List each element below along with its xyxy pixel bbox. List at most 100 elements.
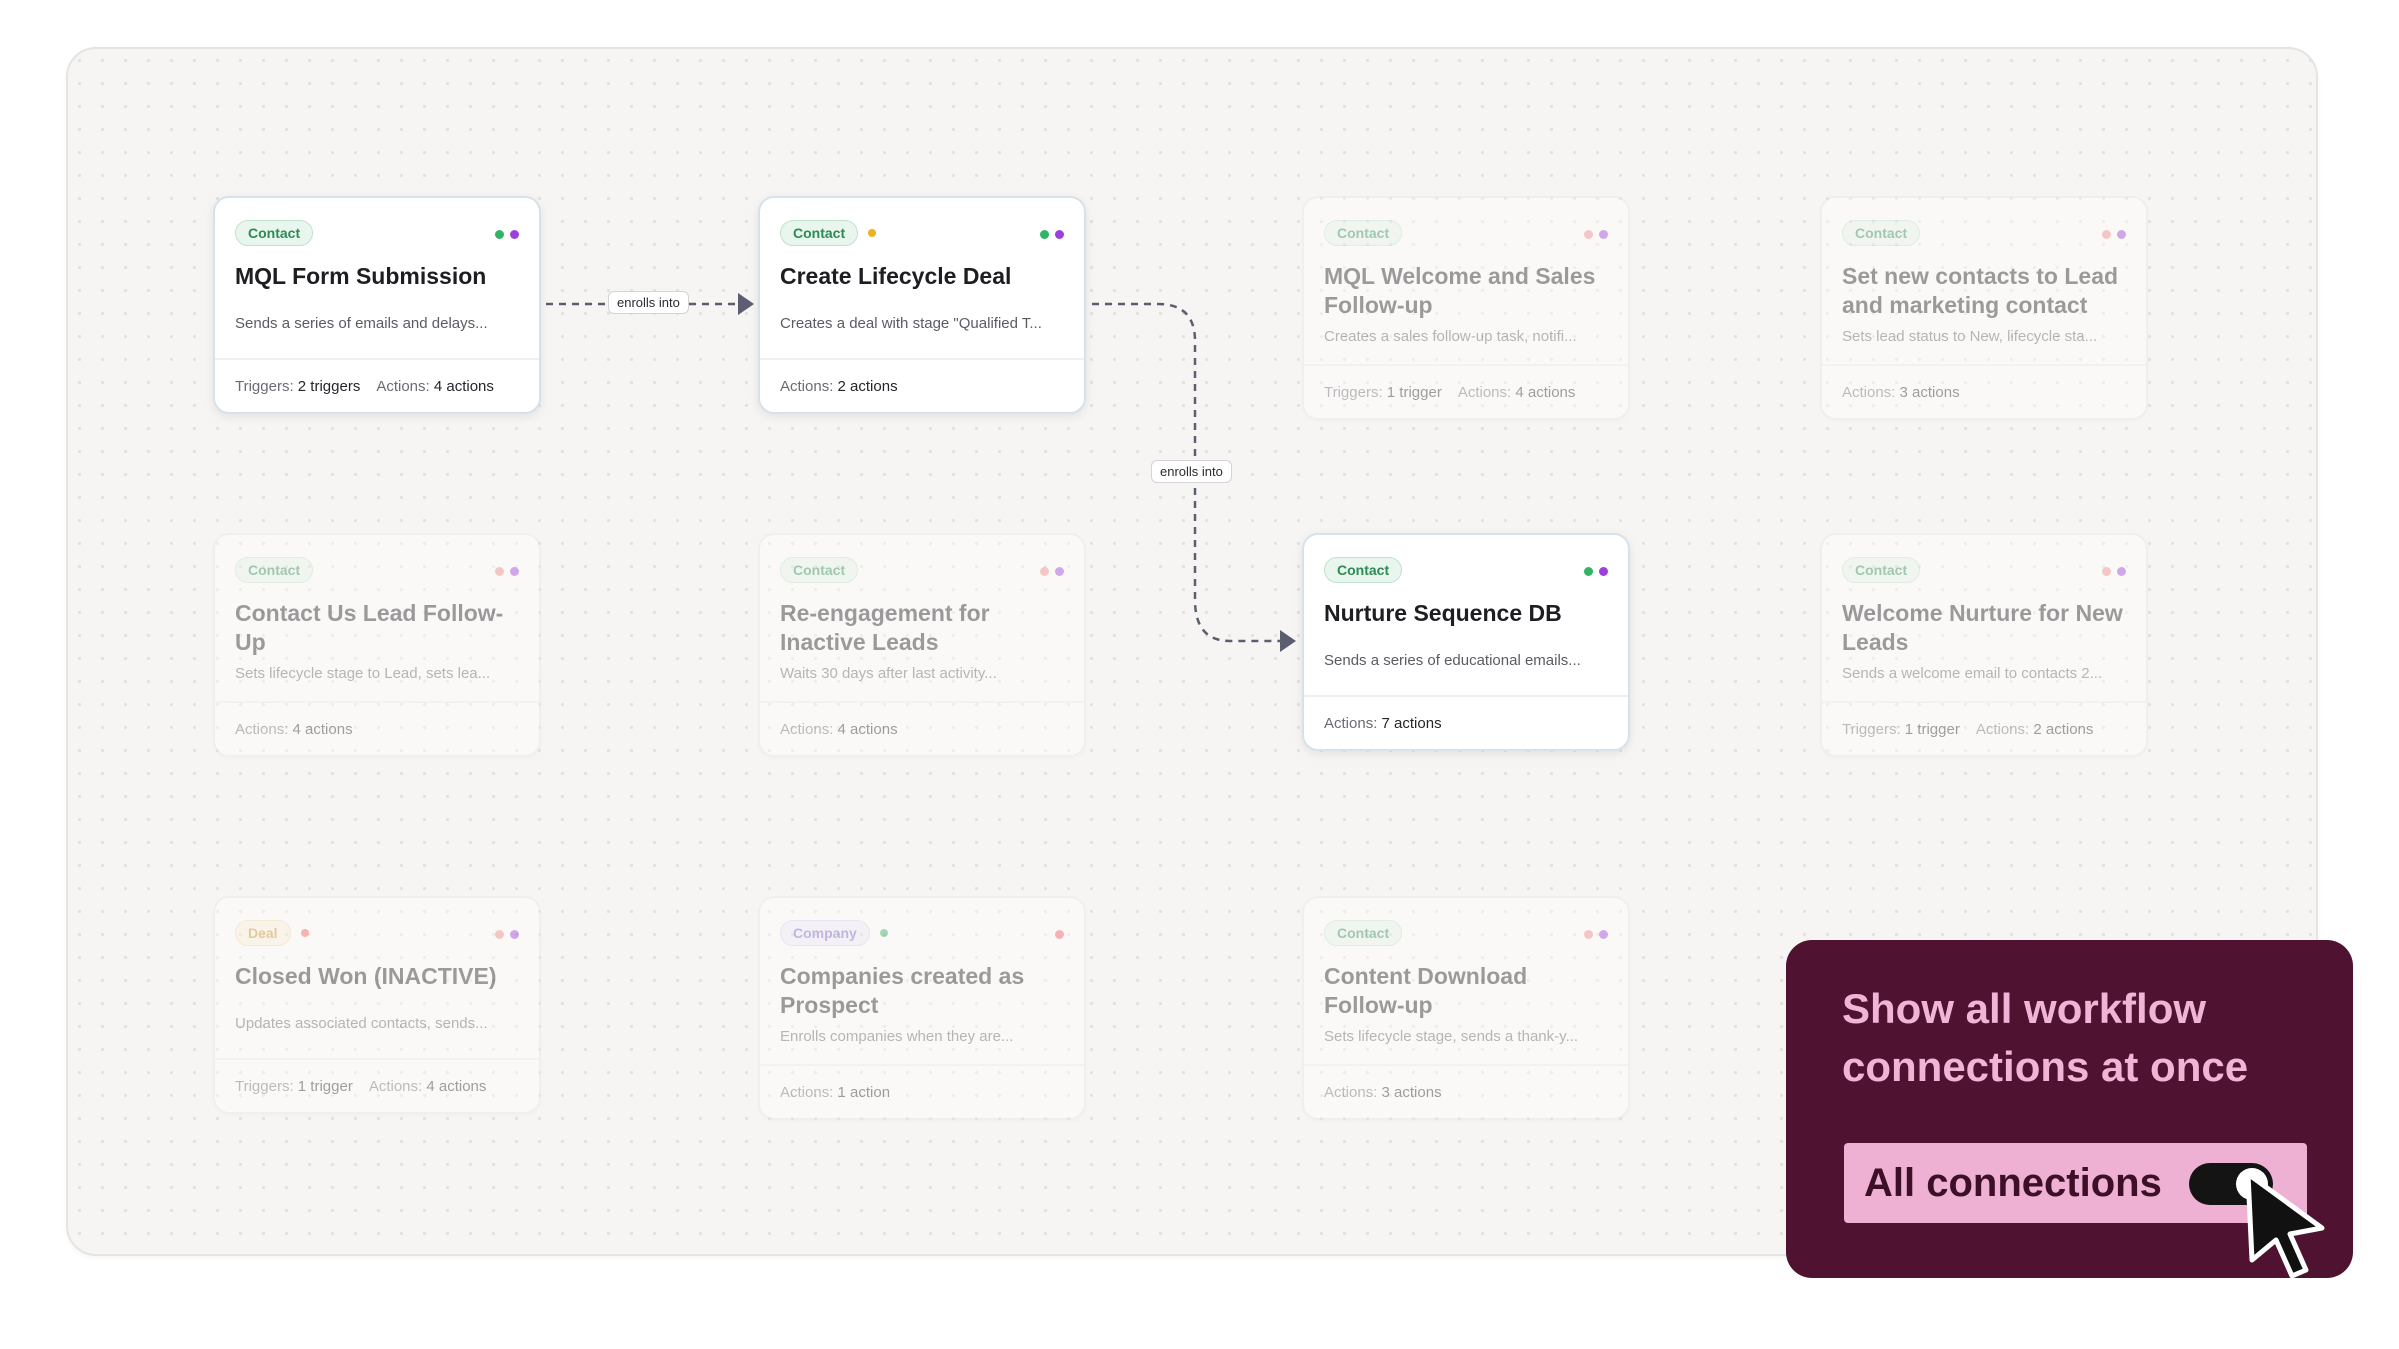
triggers-label: Triggers: <box>235 377 294 395</box>
status-dots <box>495 567 519 576</box>
workflow-description: Updates associated contacts, sends... <box>235 1015 488 1032</box>
object-type-badge: Deal <box>235 920 291 946</box>
workflow-card[interactable]: Contact MQL Welcome and Sales Follow-up … <box>1302 196 1630 420</box>
workflow-title: Re-engagement for Inactive Leads <box>780 600 990 655</box>
workflow-description: Creates a sales follow-up task, notifi..… <box>1324 328 1577 345</box>
actions-label: Actions: <box>1324 714 1378 732</box>
triggers-label: Triggers: <box>1842 720 1901 738</box>
actions-label: Actions: <box>1975 720 2030 738</box>
card-footer: Actions: 7 actions <box>1304 695 1628 749</box>
actions-count: 3 actions <box>1381 1083 1442 1101</box>
object-type-badge: Contact <box>235 557 314 583</box>
actions-label: Actions: <box>1324 1083 1378 1101</box>
card-footer: Actions: 1 action <box>760 1064 1084 1118</box>
card-footer: Triggers: 2 triggers Actions: 4 actions <box>215 358 539 412</box>
card-footer: Actions: 4 actions <box>760 701 1084 755</box>
object-type-badge: Contact <box>780 557 859 583</box>
status-indicator-dot <box>868 229 877 237</box>
workflow-description: Sets lifecycle stage, sends a thank-y... <box>1324 1028 1579 1045</box>
workflow-card[interactable]: Contact Create Lifecycle Deal Creates a … <box>758 196 1086 414</box>
object-type-badge: Company <box>780 920 870 946</box>
actions-label: Actions: <box>1457 383 1512 401</box>
actions-count: 4 actions <box>1515 383 1576 401</box>
actions-count: 7 actions <box>1381 714 1442 732</box>
callout-title: Show all workflow connections at once <box>1842 985 2249 1090</box>
actions-count: 4 actions <box>292 720 353 738</box>
card-footer: Triggers: 1 trigger Actions: 4 actions <box>215 1058 539 1112</box>
actions-count: 2 actions <box>837 377 898 395</box>
triggers-count: 1 trigger <box>297 1077 353 1095</box>
status-dots <box>1584 567 1608 576</box>
status-dots <box>1040 567 1064 576</box>
workflow-title: Companies created as Prospect <box>780 963 1025 1018</box>
mouse-pointer-icon <box>2245 1171 2325 1279</box>
workflow-description: Sends a series of educational emails... <box>1324 652 1581 669</box>
workflow-card[interactable]: Company Companies created as Prospect En… <box>758 896 1086 1120</box>
status-dots <box>1584 930 1608 939</box>
actions-count: 4 actions <box>426 1077 487 1095</box>
object-type-badge: Contact <box>780 220 859 246</box>
workflow-description: Creates a deal with stage "Qualified T..… <box>780 315 1042 332</box>
card-footer: Actions: 2 actions <box>760 358 1084 412</box>
workflow-description: Sends a welcome email to contacts 2... <box>1842 665 2103 682</box>
status-dots <box>1040 230 1064 239</box>
status-dots <box>495 930 519 939</box>
triggers-label: Triggers: <box>1324 383 1383 401</box>
workflow-card[interactable]: Contact MQL Form Submission Sends a seri… <box>213 196 541 414</box>
card-footer: Actions: 3 actions <box>1304 1064 1628 1118</box>
triggers-count: 1 trigger <box>1904 720 1960 738</box>
object-type-badge: Contact <box>1842 557 1921 583</box>
workflow-card[interactable]: Contact Re-engagement for Inactive Leads… <box>758 533 1086 757</box>
actions-label: Actions: <box>368 1077 423 1095</box>
workflow-card[interactable]: Contact Welcome Nurture for New Leads Se… <box>1820 533 2148 757</box>
card-footer: Actions: 4 actions <box>215 701 539 755</box>
edge-label: enrolls into <box>1151 460 1232 483</box>
workflow-title: Welcome Nurture for New Leads <box>1842 600 2123 655</box>
object-type-badge: Contact <box>1324 557 1403 583</box>
all-connections-toggle-row[interactable]: All connections <box>1844 1143 2307 1223</box>
triggers-count: 2 triggers <box>297 377 361 395</box>
connection-arrow-1 <box>738 293 754 315</box>
workflow-title: MQL Welcome and Sales Follow-up <box>1324 263 1596 318</box>
actions-label: Actions: <box>780 720 834 738</box>
actions-label: Actions: <box>376 377 430 395</box>
workflow-description: Sets lifecycle stage to Lead, sets lea..… <box>235 665 491 682</box>
connection-arrow-2 <box>1280 630 1296 652</box>
workflow-description: Sends a series of emails and delays... <box>235 315 488 332</box>
workflow-canvas[interactable]: enrolls into enrolls into Contact MQL Fo… <box>66 47 2318 1256</box>
object-type-badge: Contact <box>1842 220 1921 246</box>
status-dots <box>495 230 519 239</box>
triggers-count: 1 trigger <box>1386 383 1442 401</box>
workflow-card[interactable]: Contact Content Download Follow-up Sets … <box>1302 896 1630 1120</box>
workflow-title: MQL Form Submission <box>235 263 487 289</box>
object-type-badge: Contact <box>1324 220 1403 246</box>
actions-label: Actions: <box>1842 383 1896 401</box>
actions-count: 4 actions <box>433 377 494 395</box>
workflow-title: Set new contacts to Lead and marketing c… <box>1842 263 2119 318</box>
workflow-title: Content Download Follow-up <box>1324 963 1528 1018</box>
actions-count: 4 actions <box>837 720 898 738</box>
workflow-card[interactable]: Contact Contact Us Lead Follow-Up Sets l… <box>213 533 541 757</box>
actions-label: Actions: <box>780 1083 834 1101</box>
workflow-card[interactable]: Contact Nurture Sequence DB Sends a seri… <box>1302 533 1630 751</box>
card-footer: Actions: 3 actions <box>1822 364 2146 418</box>
workflow-title: Contact Us Lead Follow-Up <box>235 600 504 655</box>
triggers-label: Triggers: <box>235 1077 294 1095</box>
card-footer: Triggers: 1 trigger Actions: 2 actions <box>1822 701 2146 755</box>
status-dots <box>2102 230 2126 239</box>
workflow-title: Create Lifecycle Deal <box>780 263 1012 289</box>
workflow-title: Closed Won (INACTIVE) <box>235 963 497 989</box>
status-dots <box>1055 930 1064 939</box>
workflow-description: Sets lead status to New, lifecycle sta..… <box>1842 328 2098 345</box>
actions-label: Actions: <box>235 720 289 738</box>
status-dots <box>1584 230 1608 239</box>
status-indicator-dot <box>879 929 888 937</box>
workflow-description: Waits 30 days after last activity... <box>780 665 997 682</box>
actions-count: 2 actions <box>2033 720 2094 738</box>
workflow-card[interactable]: Contact Set new contacts to Lead and mar… <box>1820 196 2148 420</box>
status-dots <box>2102 567 2126 576</box>
object-type-badge: Contact <box>235 220 314 246</box>
workflow-card[interactable]: Deal Closed Won (INACTIVE) Updates assoc… <box>213 896 541 1114</box>
workflow-title: Nurture Sequence DB <box>1324 600 1562 626</box>
actions-count: 3 actions <box>1899 383 1960 401</box>
